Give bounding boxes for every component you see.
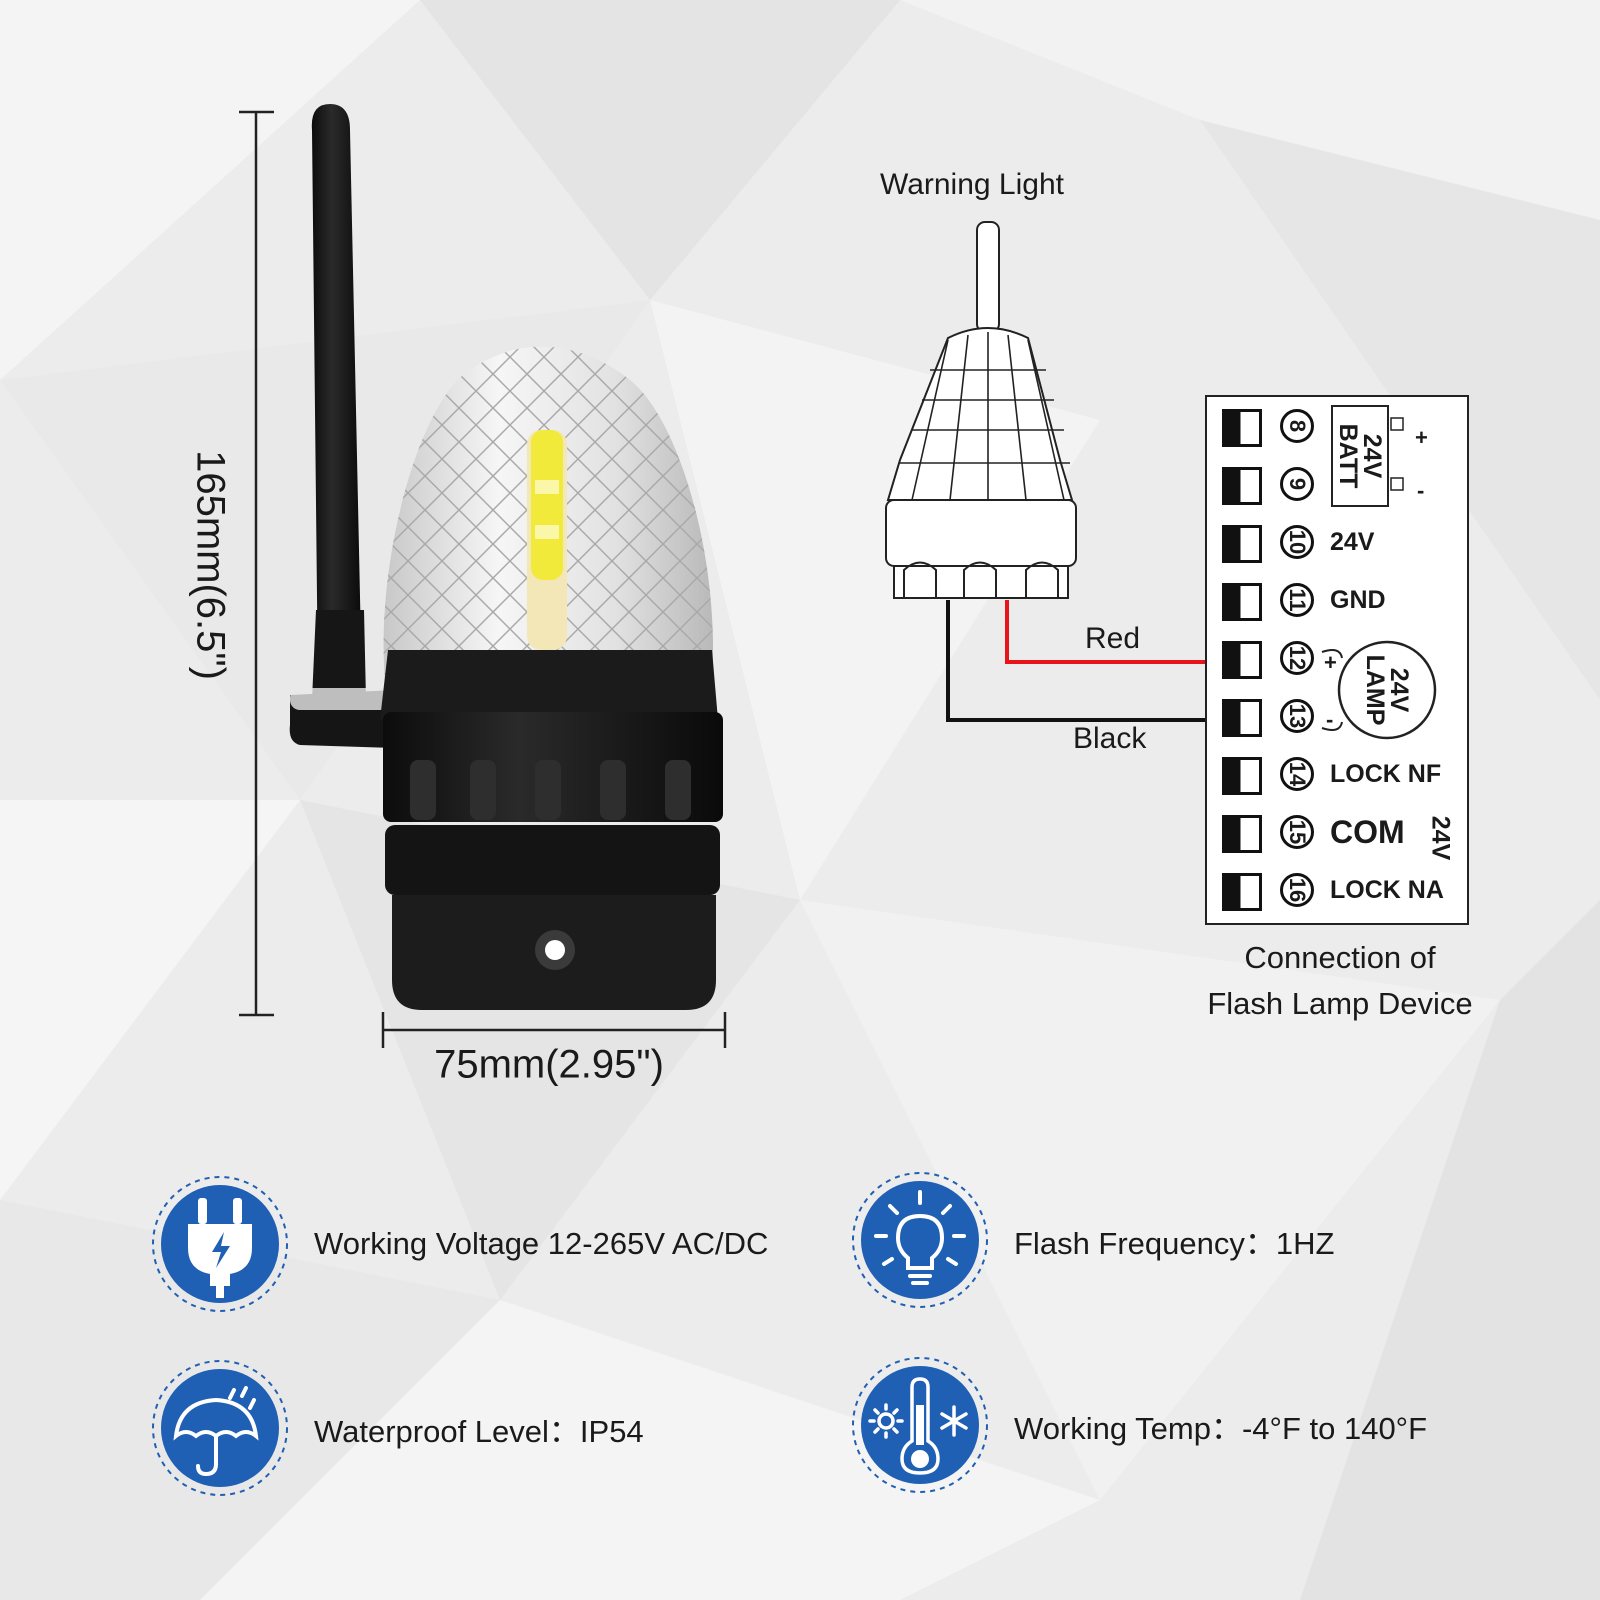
terminal-number: 9 [1280,467,1314,501]
black-wire [946,600,1224,722]
black-base [380,650,723,1010]
height-dimension-label: 165mm(6.5") [188,450,233,680]
com-voltage-label: 24V [1426,815,1455,861]
terminal-screw-icon [1222,525,1262,563]
terminal-number: 12 [1280,641,1314,675]
terminal-row: 11 GND [1222,578,1468,628]
batt-label: 24V BATT [1334,423,1386,489]
feature-flash-frequency-text: Flash Frequency：1HZ [1014,1225,1335,1261]
terminal-row: 13 [1222,694,1468,744]
terminal-label: LOCK NF [1330,760,1442,788]
umbrella-rain-icon [152,1360,288,1496]
terminal-screw-icon [1222,409,1262,447]
feature-waterproof: Waterproof Level：IP54 [150,1358,644,1498]
terminal-screw-icon [1222,815,1262,853]
batt-minus-sign: - [1417,478,1425,503]
terminal-label: 24V [1330,528,1375,556]
terminal-number: 8 [1280,409,1314,443]
terminal-screw-icon [1222,757,1262,795]
terminal-row: 8 [1222,404,1468,454]
lamp-label: 24V LAMP [1361,654,1413,726]
black-wire-label: Black [1073,722,1147,755]
terminal-rows: 8 9 10 24V 11 GND 12 13 14 LOCK NF 15 COM 16 LOCK NA [1222,404,1468,924]
feature-flash-frequency: Flash Frequency：1HZ [850,1170,1334,1310]
terminal-number: 11 [1280,583,1314,617]
diagram-caption: Connection of Flash Lamp Device [1207,940,1473,1021]
batt-plus-sign: + [1415,425,1428,450]
terminal-screw-icon [1222,699,1262,737]
terminal-screw-icon [1222,873,1262,911]
terminal-number: 10 [1280,525,1314,559]
width-dimension-label: 75mm(2.95") [434,1042,664,1087]
feature-working-temp: Working Temp：-4°F to 140°F [850,1355,1427,1495]
feature-working-temp-text: Working Temp：-4°F to 140°F [1014,1410,1428,1446]
terminal-number: 16 [1280,873,1314,907]
thermometer-icon [852,1357,988,1493]
terminal-row: 12 [1222,636,1468,686]
feature-waterproof-text: Waterproof Level：IP54 [314,1413,644,1449]
terminal-number: 14 [1280,757,1314,791]
terminal-label: COM [1330,814,1405,850]
terminal-screw-icon [1222,583,1262,621]
terminal-row: 16 LOCK NA [1222,868,1468,918]
warning-light-label: Warning Light [880,168,1064,201]
terminal-screw-icon [1222,467,1262,505]
terminal-row: 9 [1222,462,1468,512]
terminal-number: 15 [1280,815,1314,849]
terminal-label: LOCK NA [1330,876,1444,904]
terminal-row: 10 24V [1222,520,1468,570]
warning-light-product-image [289,104,723,1010]
feature-voltage-text: Working Voltage 12-265V AC/DC [314,1226,769,1261]
terminal-label: GND [1330,586,1386,614]
red-wire [1005,600,1224,664]
feature-voltage: Working Voltage 12-265V AC/DC [150,1174,768,1314]
red-wire-label: Red [1085,622,1141,655]
terminal-number: 13 [1280,699,1314,733]
plug-icon [152,1176,288,1312]
lamp-plus-sign: + [1324,650,1337,675]
lamp-minus-sign: - [1326,707,1334,732]
antenna [311,104,366,700]
clear-dome [383,346,714,680]
terminal-row: 14 LOCK NF [1222,752,1468,802]
bulb-icon [852,1172,988,1308]
terminal-row: 15 COM [1222,810,1468,860]
terminal-screw-icon [1222,641,1262,679]
warning-light-outline [885,221,1077,599]
